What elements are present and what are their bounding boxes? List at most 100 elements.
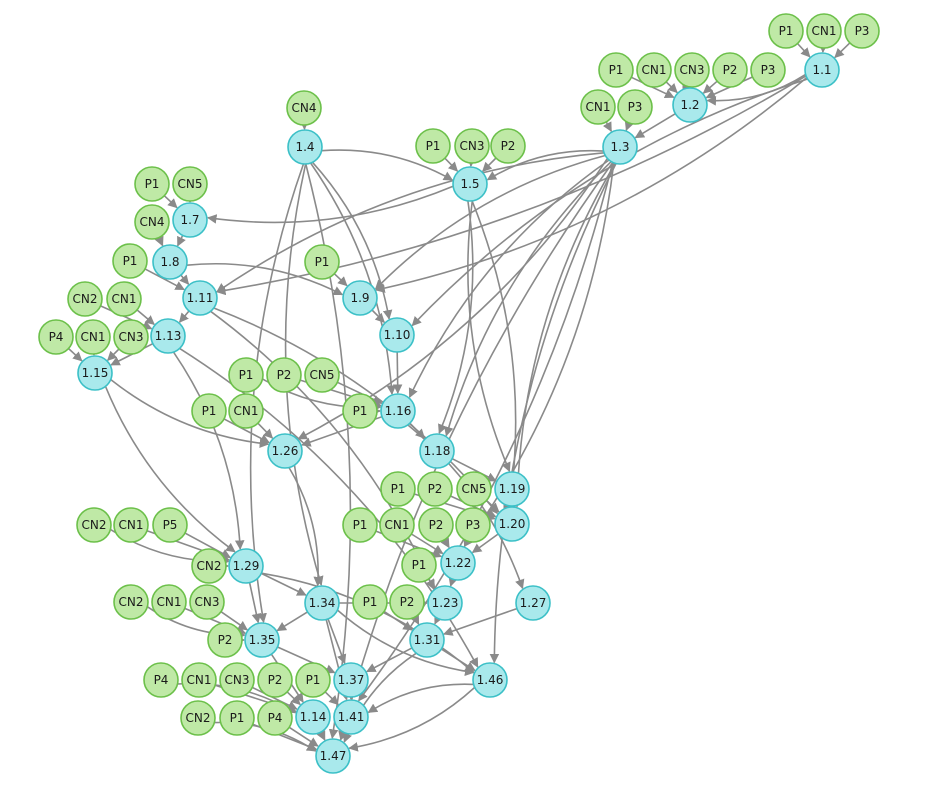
input-node-cn2[interactable]: CN2 — [180, 700, 216, 736]
step-node-circle — [452, 166, 488, 202]
input-node-cn1[interactable]: CN1 — [580, 89, 616, 125]
step-node-1-31[interactable]: 1.31 — [409, 622, 445, 658]
step-node-1-11[interactable]: 1.11 — [182, 280, 218, 316]
input-node-p2[interactable]: P2 — [712, 52, 748, 88]
input-node-p3[interactable]: P3 — [844, 13, 880, 49]
input-node-cn3[interactable]: CN3 — [219, 662, 255, 698]
step-node-1-10[interactable]: 1.10 — [379, 317, 415, 353]
step-node-1-7[interactable]: 1.7 — [172, 202, 208, 238]
input-node-p1[interactable]: P1 — [352, 584, 388, 620]
input-node-cn2[interactable]: CN2 — [191, 548, 227, 584]
input-node-p2[interactable]: P2 — [490, 128, 526, 164]
edge-1-5-to-1-20 — [471, 200, 517, 508]
input-node-circle — [342, 393, 378, 429]
input-node-cn5[interactable]: CN5 — [304, 357, 340, 393]
step-node-1-20[interactable]: 1.20 — [494, 506, 530, 542]
step-node-1-29[interactable]: 1.29 — [228, 548, 264, 584]
input-node-cn5[interactable]: CN5 — [456, 471, 492, 507]
input-node-p1[interactable]: P1 — [342, 393, 378, 429]
input-node-p3[interactable]: P3 — [750, 52, 786, 88]
step-node-1-5[interactable]: 1.5 — [452, 166, 488, 202]
step-node-1-1[interactable]: 1.1 — [804, 52, 840, 88]
input-node-p1[interactable]: P1 — [380, 471, 416, 507]
input-node-p2[interactable]: P2 — [257, 662, 293, 698]
step-node-1-46[interactable]: 1.46 — [472, 662, 508, 698]
input-node-p1[interactable]: P1 — [342, 507, 378, 543]
input-node-p2[interactable]: P2 — [207, 622, 243, 658]
input-node-cn1[interactable]: CN1 — [806, 13, 842, 49]
input-node-p1[interactable]: P1 — [401, 547, 437, 583]
input-node-p2[interactable]: P2 — [266, 357, 302, 393]
input-node-p1[interactable]: P1 — [598, 52, 634, 88]
step-node-1-37[interactable]: 1.37 — [333, 662, 369, 698]
step-node-1-34[interactable]: 1.34 — [304, 585, 340, 621]
input-node-p3[interactable]: P3 — [455, 507, 491, 543]
input-node-cn1[interactable]: CN1 — [113, 507, 149, 543]
node-label: CN4 — [292, 101, 317, 115]
step-node-1-2[interactable]: 1.2 — [672, 87, 708, 123]
input-node-cn3[interactable]: CN3 — [454, 128, 490, 164]
input-node-p4[interactable]: P4 — [38, 319, 74, 355]
input-node-p1[interactable]: P1 — [768, 13, 804, 49]
step-node-1-27[interactable]: 1.27 — [515, 585, 551, 621]
step-node-1-26[interactable]: 1.26 — [267, 433, 303, 469]
input-node-p1[interactable]: P1 — [191, 393, 227, 429]
step-node-1-41[interactable]: 1.41 — [333, 699, 369, 735]
input-node-p4[interactable]: P4 — [143, 662, 179, 698]
step-node-1-22[interactable]: 1.22 — [440, 545, 476, 581]
input-node-cn2[interactable]: CN2 — [67, 281, 103, 317]
step-node-1-3[interactable]: 1.3 — [602, 129, 638, 165]
edge-1-11-to-1-13 — [178, 310, 190, 323]
input-node-p1[interactable]: P1 — [295, 662, 331, 698]
input-node-p1[interactable]: P1 — [304, 244, 340, 280]
input-node-p1[interactable]: P1 — [112, 243, 148, 279]
step-node-1-19[interactable]: 1.19 — [494, 471, 530, 507]
step-node-1-8[interactable]: 1.8 — [152, 244, 188, 280]
input-node-p4[interactable]: P4 — [257, 700, 293, 736]
input-node-cn2[interactable]: CN2 — [113, 584, 149, 620]
input-node-cn1[interactable]: CN1 — [636, 52, 672, 88]
step-node-1-47[interactable]: 1.47 — [315, 738, 351, 774]
input-node-p2[interactable]: P2 — [418, 507, 454, 543]
input-node-p1[interactable]: P1 — [134, 166, 170, 202]
input-node-cn4[interactable]: CN4 — [134, 204, 170, 240]
input-node-cn1[interactable]: CN1 — [151, 584, 187, 620]
input-node-p3[interactable]: P3 — [617, 89, 653, 125]
input-node-circle — [418, 507, 454, 543]
input-node-p2[interactable]: P2 — [389, 584, 425, 620]
input-node-p1[interactable]: P1 — [228, 357, 264, 393]
step-node-1-16[interactable]: 1.16 — [380, 393, 416, 429]
input-node-cn3[interactable]: CN3 — [674, 52, 710, 88]
input-node-p2[interactable]: P2 — [417, 471, 453, 507]
input-node-cn5[interactable]: CN5 — [172, 166, 208, 202]
node-label: 1.10 — [384, 328, 411, 342]
step-node-1-15[interactable]: 1.15 — [77, 355, 113, 391]
input-node-cn3[interactable]: CN3 — [113, 319, 149, 355]
input-node-p1[interactable]: P1 — [219, 700, 255, 736]
input-node-cn1[interactable]: CN1 — [75, 319, 111, 355]
edge-1-13-to-1-29 — [172, 351, 245, 550]
input-node-cn2[interactable]: CN2 — [76, 507, 112, 543]
edge-1-3-to-1-5 — [486, 149, 604, 181]
edge-c2-to-1-3 — [624, 120, 634, 131]
input-node-cn3[interactable]: CN3 — [189, 584, 225, 620]
step-node-1-14[interactable]: 1.14 — [295, 699, 331, 735]
node-label: CN2 — [186, 711, 211, 725]
input-node-cn1[interactable]: CN1 — [106, 281, 142, 317]
input-node-cn1[interactable]: CN1 — [379, 507, 415, 543]
step-node-circle — [804, 52, 840, 88]
input-node-p5[interactable]: P5 — [152, 507, 188, 543]
node-label: P2 — [218, 633, 233, 647]
step-node-1-23[interactable]: 1.23 — [427, 585, 463, 621]
step-node-1-18[interactable]: 1.18 — [419, 433, 455, 469]
step-node-1-35[interactable]: 1.35 — [244, 622, 280, 658]
node-label: 1.1 — [812, 63, 831, 77]
input-node-p1[interactable]: P1 — [415, 128, 451, 164]
input-node-cn4[interactable]: CN4 — [286, 90, 322, 126]
step-node-1-13[interactable]: 1.13 — [150, 318, 186, 354]
node-label: P1 — [230, 711, 245, 725]
step-node-1-4[interactable]: 1.4 — [287, 129, 323, 165]
input-node-cn1[interactable]: CN1 — [228, 393, 264, 429]
step-node-1-9[interactable]: 1.9 — [342, 280, 378, 316]
input-node-cn1[interactable]: CN1 — [181, 662, 217, 698]
